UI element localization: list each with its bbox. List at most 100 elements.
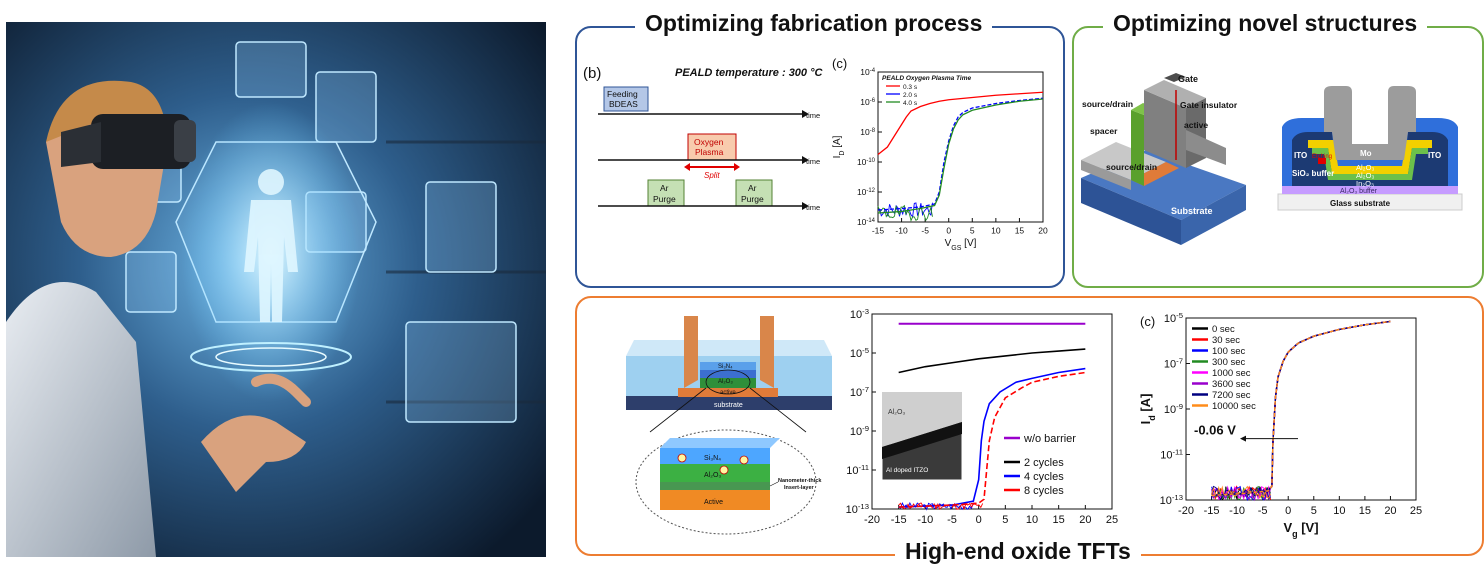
zoom-sinx-label: Si₃N₄ [704,455,721,462]
legend-label-1: 2 cycles [1024,457,1064,469]
glass-label: Glass substrate [1330,199,1391,208]
al2o3-2-label: Al₂O₃ [1356,171,1374,180]
chart1-ylabel: ID [A] [832,135,846,158]
active-label-tft: active [720,390,736,396]
y-tick-label: 10-10 [857,157,876,167]
svg-text:Ar: Ar [748,183,757,193]
noise-8c [898,502,984,511]
y-tick-label: 10-7 [1164,356,1183,371]
series-line-2 [898,367,1086,508]
al2o3-1-label: Al₂O₃ [1356,163,1374,172]
legend-label-1: 2.0 s [903,92,918,99]
series-line-2 [877,98,1044,214]
al2o3-buffer-label: Al₂O₃ buffer [1340,188,1378,195]
structure-3d-spacer: Substrate Gate source/drain Gate insulat… [1076,60,1276,245]
purge-box-1 [647,179,685,207]
purge-box-2 [735,179,773,207]
annotation-label: -0.06 V [1194,423,1236,438]
svg-text:Purge: Purge [741,194,764,204]
x-tick-label: 15 [1015,226,1025,236]
y-tick-label: 10-7 [850,384,869,399]
insert-label-2: Insert-layer [784,485,815,491]
legend-label-0: 0 sec [1212,324,1235,335]
feeding-text-1: Feeding [607,89,638,99]
fabrication-title: Optimizing fabrication process [635,10,993,37]
y-tick-label: 10-3 [850,306,869,321]
zoom-alox-label: Al₂O₃ [704,472,721,479]
y-tick-label: 10-6 [860,97,875,107]
gate-label: Gate [1178,74,1198,84]
x-tick-label: 0 [976,514,982,526]
legend-label-4: 1000 sec [1212,368,1251,379]
plot-frame [871,313,1113,510]
x-tick-label: -5 [1258,505,1268,517]
chart1-legend-title: PEALD Oxygen Plasma Time [882,75,971,82]
y-tick-label: 10-14 [857,217,876,227]
legend-label-3: 300 sec [1212,357,1246,368]
y-tick-label: 10-9 [850,423,869,438]
etch-label: Etching [1312,154,1332,160]
structure-cross-section: Glass substrate Al₂O₃ buffer Etching ITO… [1272,82,1468,222]
x-tick-label: 10 [991,226,1001,236]
legend-label-0: w/o barrier [1023,433,1076,445]
legend-label-3: 8 cycles [1024,485,1064,497]
legend-label-6: 7200 sec [1212,390,1251,401]
split-label: Split [704,171,720,180]
chart3-ylabel: Id [A] [1138,394,1157,425]
y-tick-label: 10-4 [860,67,875,77]
x-tick-label: 15 [1053,514,1065,526]
ito-left-label: ITO [1294,151,1307,160]
noise-4s [877,204,933,222]
series-line-1 [877,97,1044,211]
tem-interface [882,422,962,459]
legend-label-7: 10000 sec [1212,401,1256,412]
substrate-label-tft: substrate [714,402,743,409]
insert-label-1: Nanometer-thick [778,478,822,484]
x-tick-label: 20 [1038,226,1048,236]
svg-text:Purge: Purge [653,194,676,204]
ito-right-label: ITO [1428,151,1441,160]
spacer-label: spacer [1090,126,1118,136]
y-tick-label: 10-11 [1160,447,1183,462]
tem-top-label: Al₂O₃ [888,409,905,416]
x-tick-label: 0 [1285,505,1291,517]
y-tick-label: 10-5 [850,345,869,360]
noise-6 [1211,485,1271,501]
x-tick-label: 10 [1333,505,1345,517]
series-line-1 [898,348,1086,374]
timing-title: PEALD temperature : 300 °C [675,67,823,79]
legend-label-2: 100 sec [1212,346,1246,357]
annotation-arrowhead [1240,435,1246,442]
y-tick-label: 10-12 [857,187,875,197]
legend-label-2: 4.0 s [903,100,918,107]
alox-label: Al₂O₃ [718,379,733,385]
oxygen-text-1: Oxygen [694,137,724,147]
x-tick-label: 15 [1359,505,1371,517]
tft-schematic: substrate Si₃N₄ Al₂O₃ active Si₃N₄ Al₂O₃… [620,310,842,540]
oxygen-text-2: Plasma [695,147,724,157]
series-line-0 [877,91,1044,156]
x-tick-label: -10 [895,226,908,236]
y-tick-label: 10-8 [860,127,875,137]
time-label-3: time [806,203,820,212]
active-label: active [1184,120,1208,130]
structures-title: Optimizing novel structures [1103,10,1428,37]
x-tick-label: -15 [891,514,907,526]
gi-label: Gate insulator [1180,100,1238,110]
tem-bottom-label: Al doped ITZO [886,467,928,474]
x-tick-label: 25 [1410,505,1422,517]
x-tick-label: -10 [1229,505,1245,517]
sd-bottom-label: source/drain [1106,162,1157,172]
plot-frame [877,71,1044,223]
svg-text:Ar: Ar [660,183,669,193]
x-tick-label: -10 [917,514,933,526]
time-label-1: time [806,111,820,120]
tfts-title: High-end oxide TFTs [895,538,1141,565]
y-tick-label: 10-5 [1164,310,1183,325]
timing-label: (b) [583,65,601,82]
fabrication-panel [575,26,1065,288]
